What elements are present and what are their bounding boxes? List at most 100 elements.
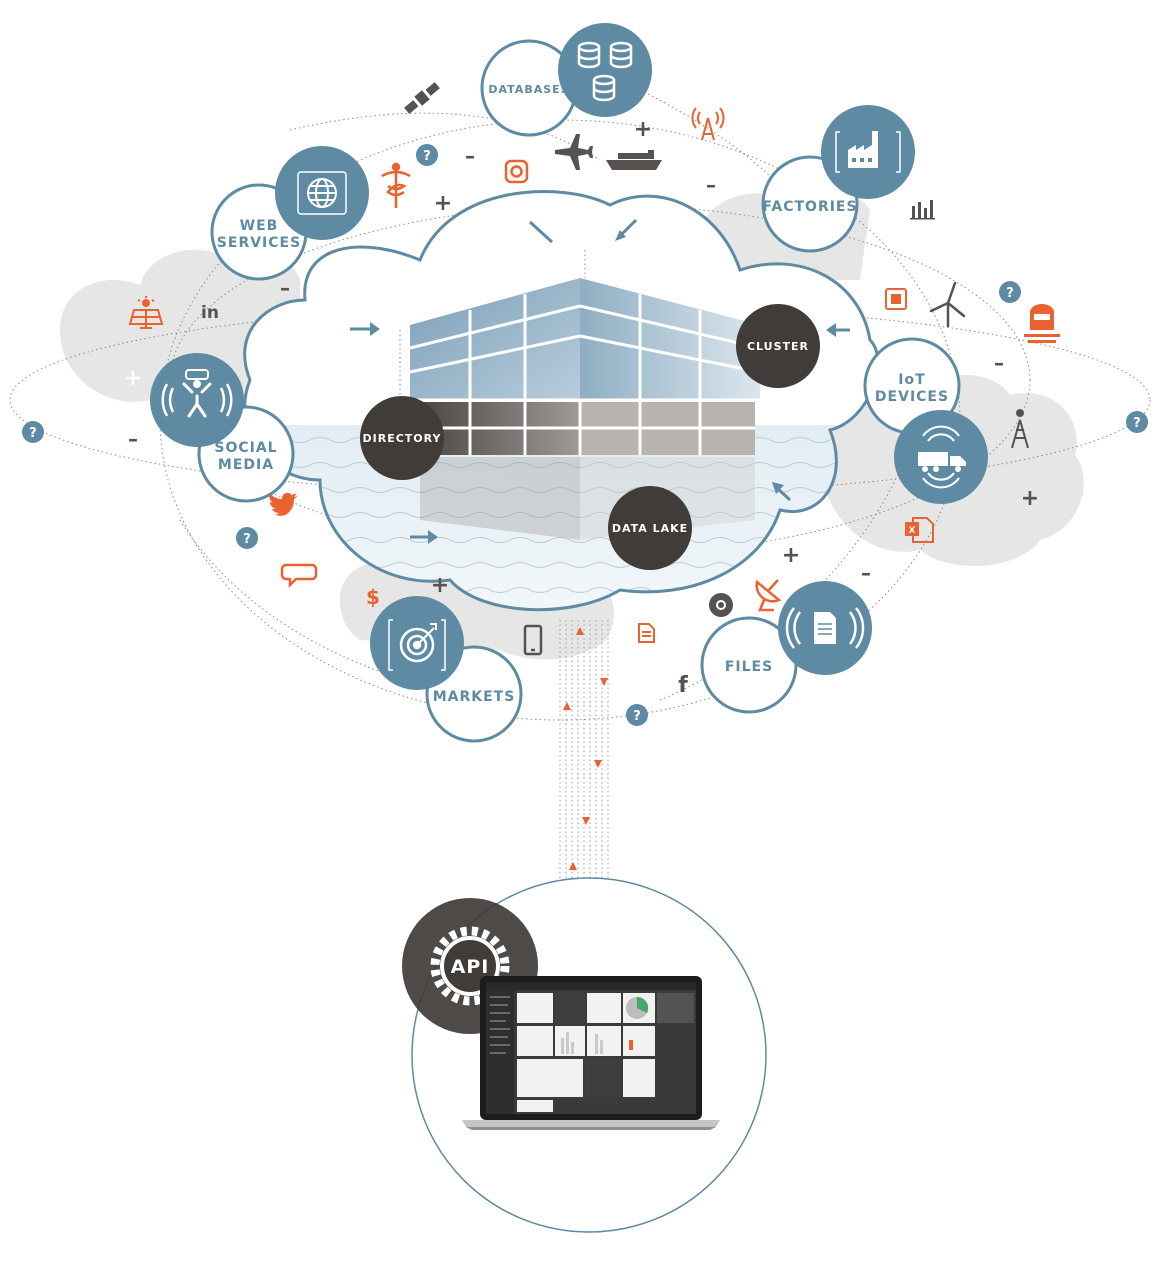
truck-icon bbox=[918, 425, 966, 489]
databases-node[interactable]: DATABASES bbox=[480, 23, 652, 137]
iot-devices-node[interactable]: IoT DEVICES bbox=[863, 337, 988, 504]
data-lake-label: DATA LAKE bbox=[612, 522, 688, 535]
markets-node[interactable]: MARKETS bbox=[370, 596, 523, 743]
directory-label: DIRECTORY bbox=[363, 432, 442, 445]
question-icon: ? bbox=[416, 144, 438, 166]
satellite-icon bbox=[404, 82, 440, 114]
down-arrow bbox=[600, 678, 608, 686]
social-media-node[interactable]: SOCIAL MEDIA bbox=[150, 353, 295, 503]
data-lake-node[interactable]: DATA LAKE bbox=[608, 486, 692, 570]
core-nodes: CLUSTER DIRECTORY DATA LAKE bbox=[360, 304, 820, 570]
question-icon: ? bbox=[1126, 411, 1148, 433]
arrow-markets bbox=[428, 530, 438, 544]
excel-file-icon bbox=[905, 517, 934, 543]
down-arrow bbox=[582, 817, 590, 825]
plus-sign: + bbox=[634, 117, 652, 142]
databases-label: DATABASES bbox=[488, 83, 569, 96]
orbit-arc-top bbox=[289, 112, 601, 161]
arrow-web bbox=[370, 322, 380, 336]
plus-sign: + bbox=[1021, 486, 1039, 511]
wind-turbine-icon bbox=[929, 281, 966, 328]
cluster-label: CLUSTER bbox=[747, 340, 809, 353]
inflow-arrows bbox=[350, 218, 850, 544]
web-services-label-1: WEB bbox=[240, 218, 279, 234]
factory-icon bbox=[835, 131, 901, 173]
svg-text:?: ? bbox=[1133, 416, 1141, 431]
mobile-phone-icon bbox=[523, 624, 543, 656]
svg-text:?: ? bbox=[1006, 286, 1014, 301]
chip-icon bbox=[885, 288, 907, 310]
twitter-icon bbox=[269, 492, 298, 516]
iot-label-2: DEVICES bbox=[875, 389, 949, 405]
question-icon: ? bbox=[626, 704, 648, 726]
globe-icon bbox=[297, 171, 347, 215]
iot-label-1: IoT bbox=[898, 372, 925, 388]
question-marks: ? ? ? ? ? ? bbox=[22, 144, 1148, 726]
instagram-icon bbox=[504, 159, 529, 184]
svg-text:?: ? bbox=[29, 426, 37, 441]
person-icon bbox=[161, 369, 233, 418]
airplane-icon bbox=[555, 134, 593, 170]
arrow-iot bbox=[826, 323, 836, 337]
social-label-1: SOCIAL bbox=[214, 440, 277, 456]
plus-sign: + bbox=[124, 366, 142, 391]
factories-label: FACTORIES bbox=[762, 199, 857, 215]
svg-text:?: ? bbox=[423, 149, 431, 164]
down-arrow bbox=[594, 760, 602, 768]
solar-panel-icon bbox=[128, 296, 164, 329]
minus-sign: – bbox=[465, 144, 475, 168]
api-label: API bbox=[451, 956, 490, 978]
minus-sign: – bbox=[706, 173, 716, 197]
minus-sign: – bbox=[280, 276, 290, 300]
markets-label: MARKETS bbox=[433, 689, 516, 705]
files-label: FILES bbox=[725, 659, 773, 675]
caduceus-icon bbox=[381, 162, 411, 208]
chrome-icon bbox=[709, 593, 733, 617]
target-icon bbox=[388, 619, 446, 671]
directory-node[interactable]: DIRECTORY bbox=[360, 396, 444, 480]
data-stream bbox=[559, 620, 609, 880]
linkedin-icon: in bbox=[201, 303, 219, 323]
svg-text:?: ? bbox=[633, 709, 641, 724]
cluster-node[interactable]: CLUSTER bbox=[736, 304, 820, 388]
plus-minus-signs: + + + + + + – – – – – – bbox=[124, 117, 1039, 598]
plus-sign: + bbox=[434, 191, 452, 216]
question-icon: ? bbox=[236, 527, 258, 549]
question-icon: ? bbox=[22, 421, 44, 443]
up-arrow bbox=[576, 627, 584, 635]
cargo-ship-icon bbox=[606, 150, 662, 170]
minus-sign: – bbox=[994, 351, 1004, 375]
gear-icon bbox=[430, 926, 510, 1006]
files-node[interactable]: FILES bbox=[700, 581, 872, 714]
document-icon bbox=[638, 623, 655, 643]
bar-chart-icon bbox=[910, 200, 935, 220]
svg-text:?: ? bbox=[243, 532, 251, 547]
laptop-icon bbox=[462, 976, 720, 1130]
floating-icons: X in $ bbox=[128, 82, 1060, 698]
plus-sign: + bbox=[782, 543, 800, 568]
minus-sign: – bbox=[861, 561, 871, 585]
api-section: API bbox=[402, 877, 767, 1233]
plus-sign: + bbox=[431, 573, 449, 598]
dollar-icon: $ bbox=[366, 585, 380, 609]
oil-derrick-icon bbox=[1011, 409, 1029, 449]
train-icon bbox=[1024, 304, 1060, 343]
web-services-node[interactable]: WEB SERVICES bbox=[210, 146, 369, 281]
up-arrow bbox=[569, 862, 577, 870]
speech-bubble-icon bbox=[280, 563, 318, 589]
api-outer-ring bbox=[411, 877, 767, 1233]
arrow-factories bbox=[615, 230, 626, 241]
satellite-dish-icon bbox=[755, 579, 782, 612]
database-icon bbox=[577, 41, 633, 102]
factories-node[interactable]: FACTORIES bbox=[761, 105, 915, 253]
facebook-icon: f bbox=[678, 673, 688, 698]
files-icon bbox=[785, 607, 865, 649]
web-services-label-2: SERVICES bbox=[217, 235, 301, 251]
social-label-2: MEDIA bbox=[218, 457, 274, 473]
question-icon: ? bbox=[999, 281, 1021, 303]
minus-sign: – bbox=[128, 427, 138, 451]
excel-x: X bbox=[909, 526, 916, 536]
up-arrow bbox=[563, 702, 571, 710]
radio-tower-icon bbox=[691, 107, 725, 141]
